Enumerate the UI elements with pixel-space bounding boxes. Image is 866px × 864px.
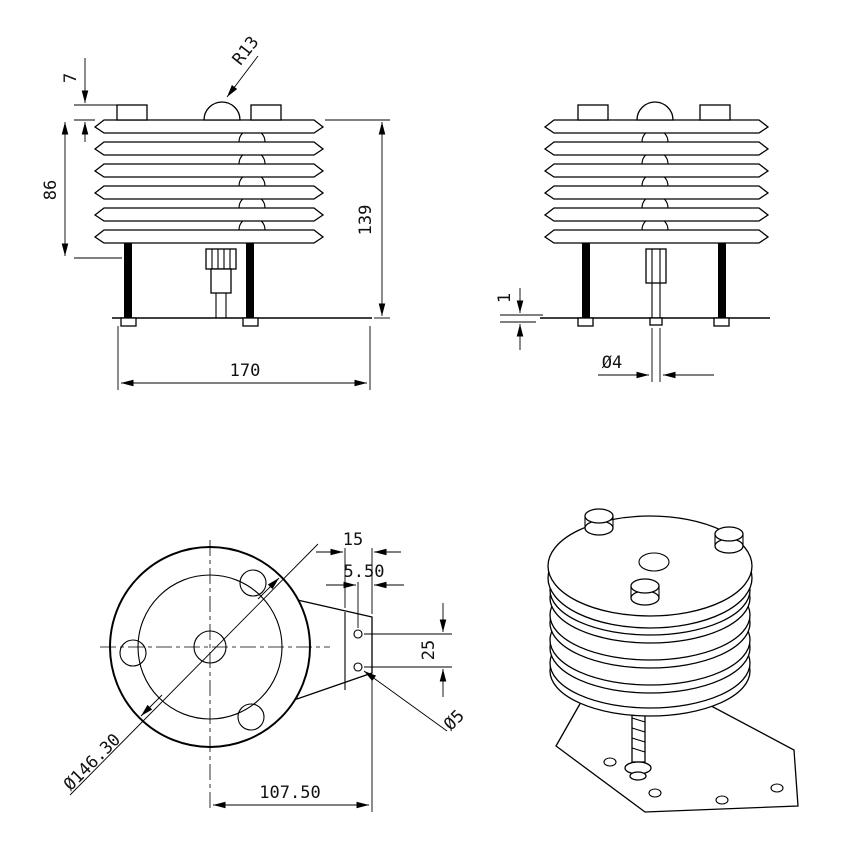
isometric-view: [547, 508, 799, 813]
dim-label: 139: [356, 205, 376, 236]
top-dome: [636, 101, 674, 121]
dim-label: 107.50: [259, 783, 320, 803]
top-tab: [699, 104, 731, 121]
support-leg: [124, 243, 132, 318]
plan-view: 15 5.50 25 Ø5 Ø146.30: [60, 530, 469, 812]
iso-cap-post: [584, 508, 614, 536]
top-tab: [577, 104, 609, 121]
top-tab: [116, 104, 148, 121]
dim-hole-spacing: 25: [364, 603, 452, 697]
dim-label: Ø146.30: [60, 730, 125, 795]
dim-label: Ø4: [602, 353, 622, 373]
iso-center-hole: [638, 552, 670, 572]
bracket-hole: [353, 629, 363, 639]
dim-label: R13: [229, 33, 264, 70]
dim-louver-height: 86: [41, 122, 122, 259]
dim-dome-radius: R13: [226, 33, 264, 98]
front-view: 7 86 139 170 R13: [41, 33, 390, 390]
dim-rod-diameter: Ø4: [598, 328, 714, 382]
dim-bracket-offset: 15: [316, 530, 401, 614]
post-hole: [237, 703, 265, 731]
support-leg: [718, 243, 726, 318]
iso-cap-post: [714, 526, 744, 554]
iso-plate-hole: [770, 783, 784, 793]
louver-slat: [93, 141, 325, 156]
louver-slat: [543, 119, 770, 134]
louver-slat: [93, 207, 325, 222]
bracket-hole: [353, 662, 363, 672]
dim-label: 170: [230, 361, 261, 381]
support-leg: [246, 243, 254, 318]
louver-slat: [93, 119, 325, 134]
louver-slat: [93, 229, 325, 244]
dim-label: Ø5: [440, 706, 469, 735]
leg-nut: [713, 317, 730, 327]
louver-slat: [543, 163, 770, 178]
louver-slat: [93, 185, 325, 200]
leg-nut: [649, 317, 663, 326]
louver-slat: [543, 185, 770, 200]
iso-top-cap: [547, 515, 753, 629]
sensor-stem: [645, 248, 667, 318]
leg-nut: [242, 317, 259, 327]
dim-label: 86: [41, 180, 61, 200]
sensor-stem: [205, 248, 237, 318]
dim-total-height: 139: [325, 119, 390, 319]
dim-label: 5.50: [344, 562, 385, 582]
louver-slat: [93, 163, 325, 178]
dim-label: 25: [419, 640, 439, 660]
louver-slat: [543, 141, 770, 156]
dim-cap-height: 7: [61, 58, 117, 142]
iso-plate-hole: [648, 788, 662, 798]
dim-label: 1: [495, 293, 515, 303]
post-hole: [119, 639, 147, 667]
support-leg: [582, 243, 590, 318]
dim-center-to-bracket: 107.50: [213, 676, 373, 812]
dim-hole-edge-offset: 5.50: [326, 562, 404, 628]
dim-label: 7: [61, 73, 81, 83]
dim-label: 15: [343, 530, 363, 550]
louver-slats: [543, 119, 770, 244]
louver-slats: [93, 119, 325, 244]
dim-base-width: 170: [117, 326, 371, 390]
top-dome: [203, 101, 241, 121]
louver-slat: [543, 207, 770, 222]
leg-nut: [577, 317, 594, 327]
iso-plate-hole: [603, 757, 617, 767]
dim-hole-diameter: Ø5: [363, 670, 469, 735]
post-hole: [239, 569, 267, 597]
iso-cap-post: [630, 578, 660, 606]
top-tab: [250, 104, 282, 121]
louver-slat: [543, 229, 770, 244]
leg-nut: [120, 317, 137, 327]
dim-plate-thickness: 1: [495, 288, 543, 350]
iso-plate-hole: [715, 795, 729, 805]
side-view: 1 Ø4: [495, 101, 770, 382]
